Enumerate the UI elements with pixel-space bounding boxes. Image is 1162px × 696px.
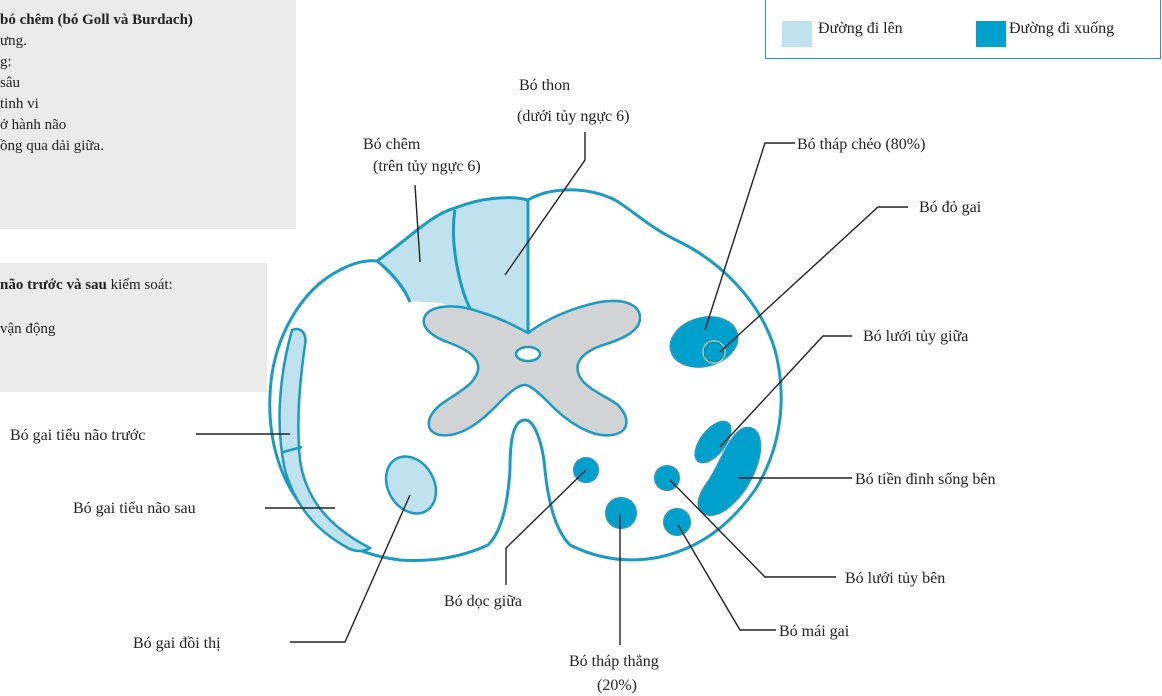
label-bo-thon-line1: Bó thon [519,77,570,94]
rubrospinal-tract [703,341,725,363]
label-bo-thap-cheo: Bó tháp chéo (80%) [797,136,925,153]
spinothalamic-tract [376,448,446,523]
label-bo-mai-gai: Bó mái gai [779,623,850,640]
central-canal [516,347,540,361]
label-bo-gai-doi-thi: Bó gai đồi thị [133,635,221,652]
tectospinal-tract [664,509,690,535]
label-bo-chem-line2: (trên tủy ngực 6) [373,158,481,175]
spinocerebellar-band [280,329,370,551]
label-bo-gai-tieu-nao-truoc: Bó gai tiểu não trước [10,427,145,444]
label-bo-thon-line2: (dưới tủy ngực 6) [517,108,629,125]
label-bo-thap-thang-line2: (20%) [597,677,637,694]
leader-bo-mai-gai [678,525,776,630]
label-bo-doc-giua: Bó dọc giữa [444,593,522,610]
label-bo-luoi-tuy-giua: Bó lưới tủy giữa [863,328,968,345]
label-bo-gai-tieu-nao-sau: Bó gai tiểu não sau [73,500,196,517]
anterior-corticospinal-tract [606,498,636,528]
label-bo-tien-dinh-song-ben: Bó tiền đình sống bên [855,471,995,488]
label-bo-chem-line1: Bó chêm [363,136,421,153]
label-bo-thap-thang-line1: Bó tháp thẳng [569,653,659,670]
grey-matter [424,301,640,435]
label-bo-do-gai: Bó đỏ gai [919,199,982,216]
label-bo-luoi-tuy-ben: Bó lưới tủy bên [845,570,945,587]
